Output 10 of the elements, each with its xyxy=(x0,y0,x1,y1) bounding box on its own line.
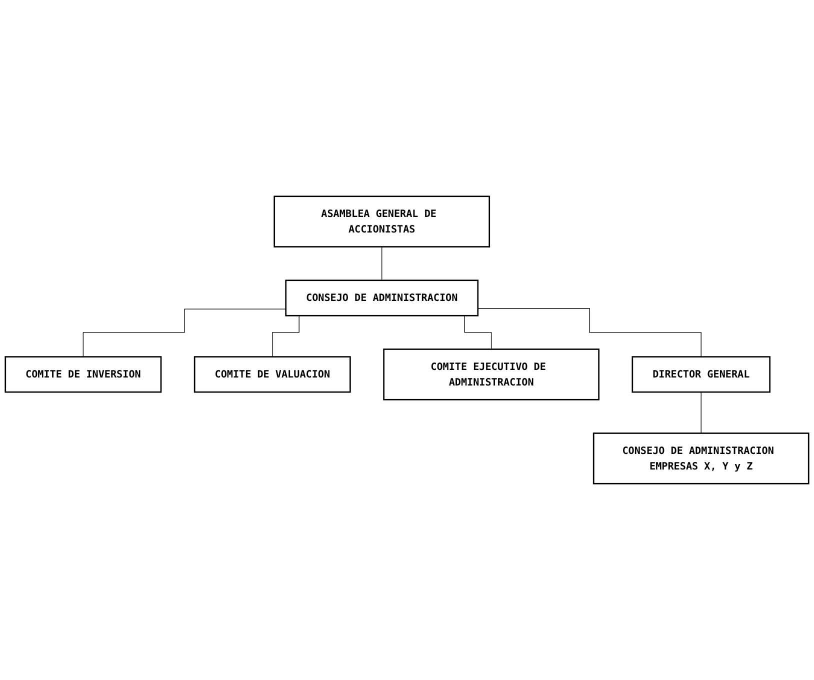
node-box: ASAMBLEA GENERAL DE ACCIONISTAS xyxy=(274,196,490,248)
connector xyxy=(82,308,286,358)
connector xyxy=(700,392,702,434)
connector xyxy=(478,308,702,358)
node-box: COMITE DE INVERSION xyxy=(4,356,162,393)
node-box: COMITE DE VALUACION xyxy=(194,356,351,393)
node-box: DIRECTOR GENERAL xyxy=(632,356,770,393)
node-box: COMITE EJECUTIVO DE ADMINISTRACION xyxy=(383,348,600,400)
node-box: CONSEJO DE ADMINISTRACION EMPRESAS X, Y y Z xyxy=(592,432,810,484)
node-box: CONSEJO DE ADMINISTRACION xyxy=(285,280,479,316)
